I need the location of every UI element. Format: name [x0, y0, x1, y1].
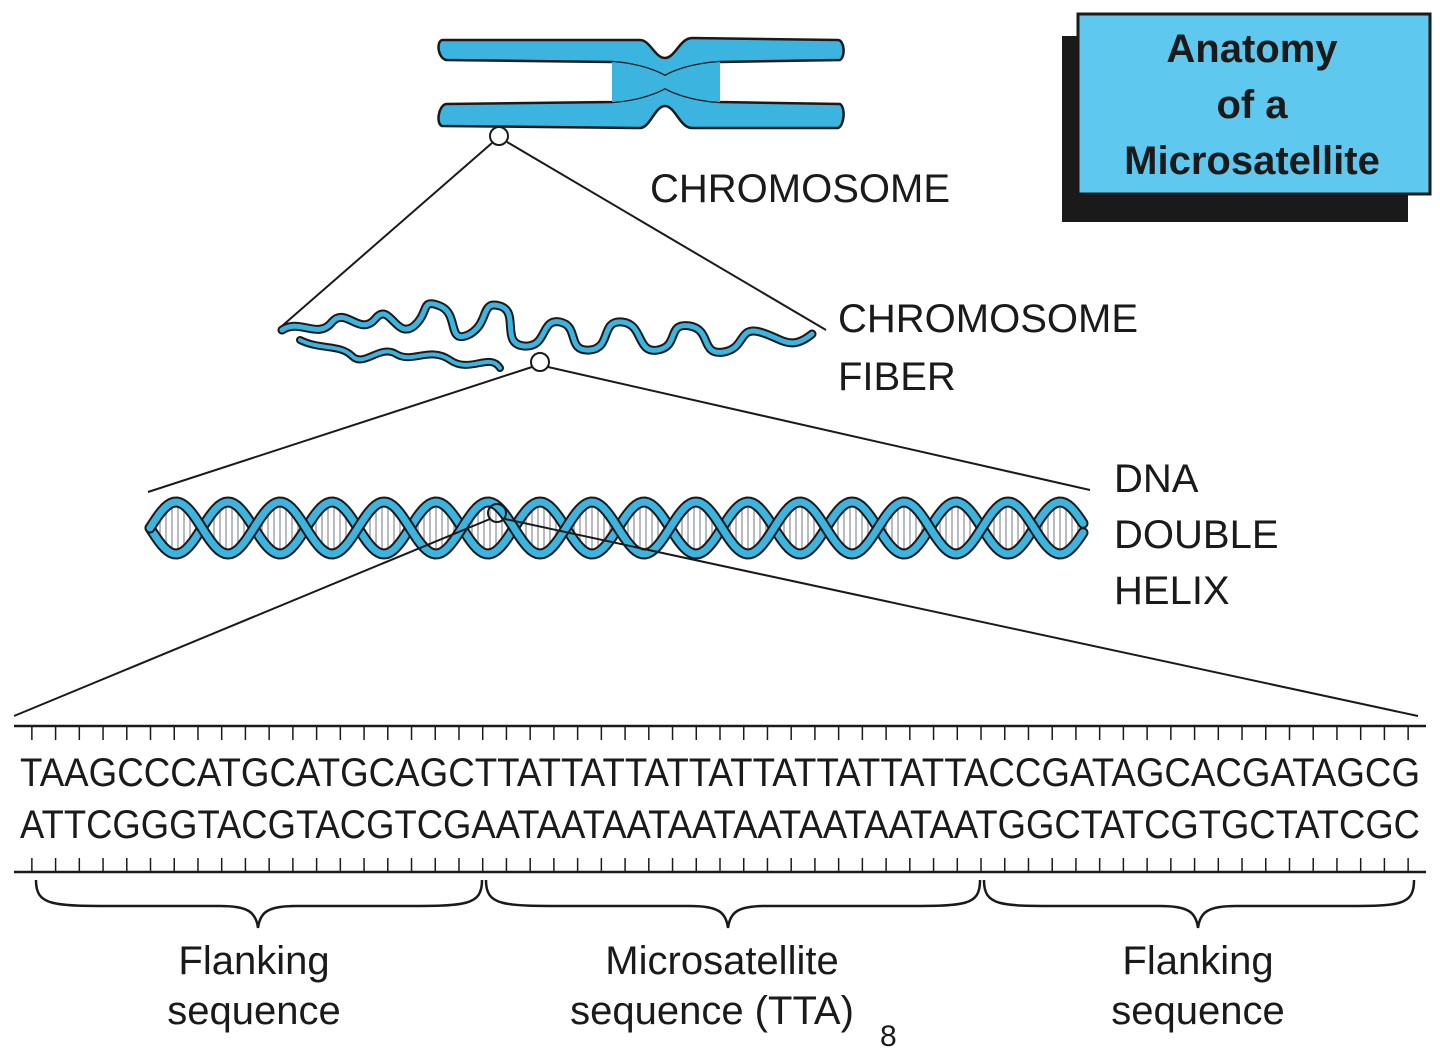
chromosome-zoom-marker [489, 126, 509, 146]
dna-label-line-3: HELIX [1114, 569, 1230, 613]
middle-brace [484, 879, 982, 929]
helix-zoom-marker [487, 503, 507, 523]
left-flank-line-1: Flanking [178, 939, 329, 983]
dna-label-line-1: DNA [1114, 457, 1199, 501]
left-brace [34, 879, 484, 929]
microsatellite-repeat-count: 8 [880, 1020, 897, 1053]
chromosome-fiber [277, 299, 817, 372]
helix-strand-b [146, 498, 1087, 558]
zoom-line-right-3 [504, 518, 1419, 717]
title-line-3: Microsatellite [1124, 139, 1380, 183]
bottom-strand-sequence: ATTCGGGTACGTACGTCGAATAATAATAATAATAATAATA… [20, 803, 1420, 847]
base-ticks [31, 726, 1409, 872]
dna-double-helix [144, 496, 1089, 560]
zoom-line-left-2 [147, 366, 533, 493]
title-box: Anatomy of a Microsatellite [1062, 12, 1432, 222]
fiber-zoom-marker [530, 352, 550, 372]
zoom-line-right-2 [547, 366, 1091, 491]
chromosome-label: CHROMOSOME [650, 167, 950, 211]
microsatellite-line-2: sequence (TTA) [570, 989, 854, 1033]
fiber-label-line-1: CHROMOSOME [838, 297, 1138, 341]
top-strand-sequence: TAAGCCCATGCATGCAGCTTATTATTATTATTATTATTAT… [20, 751, 1420, 795]
chromosome-top-arm [437, 36, 845, 78]
zoom-line-left-3 [13, 518, 491, 717]
right-flank-line-2: sequence [1111, 989, 1284, 1033]
chromosome-centromere [612, 62, 720, 102]
right-flank-line-1: Flanking [1122, 939, 1273, 983]
chromosome-shape [437, 36, 845, 130]
zoom-line-left-1 [281, 142, 493, 327]
microsatellite-line-1: Microsatellite [605, 939, 838, 983]
region-braces [34, 879, 1416, 929]
left-flank-line-2: sequence [167, 989, 340, 1033]
title-box-panel [1076, 12, 1432, 196]
fiber-label-line-2: FIBER [838, 355, 956, 399]
dna-label-line-2: DOUBLE [1114, 513, 1279, 557]
right-brace [982, 879, 1416, 929]
title-line-2: of a [1216, 83, 1288, 127]
zoom-line-right-1 [506, 141, 827, 331]
title-line-1: Anatomy [1166, 27, 1338, 71]
